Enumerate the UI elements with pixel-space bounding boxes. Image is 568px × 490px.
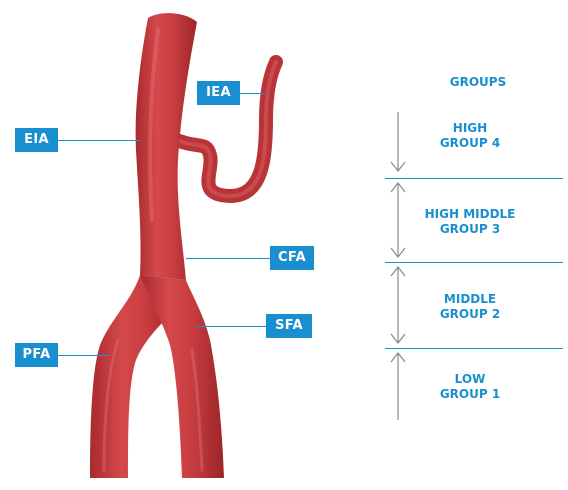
iea-leader: [240, 93, 266, 94]
group2-label: MIDDLE GROUP 2: [375, 292, 565, 322]
cfa-leader: [186, 258, 270, 259]
cfa-label: CFA: [270, 246, 314, 270]
group1-label: LOW GROUP 1: [375, 372, 565, 402]
group3-line1: HIGH MIDDLE: [375, 207, 565, 222]
group4-line2: GROUP 4: [375, 136, 565, 151]
eia-label: EIA: [15, 128, 58, 152]
group3-label: HIGH MIDDLE GROUP 3: [375, 207, 565, 237]
groups-header: GROUPS: [383, 75, 568, 90]
group1-line1: LOW: [375, 372, 565, 387]
group4-line1: HIGH: [375, 121, 565, 136]
group2-line1: MIDDLE: [375, 292, 565, 307]
sfa-leader: [196, 326, 266, 327]
iea-label: IEA: [197, 81, 240, 105]
divider-3-2: [385, 262, 563, 263]
group3-line2: GROUP 3: [375, 222, 565, 237]
group4-label: HIGH GROUP 4: [375, 121, 565, 151]
divider-2-1: [385, 348, 563, 349]
eia-leader: [58, 140, 140, 141]
pfa-leader: [58, 355, 110, 356]
divider-4-3: [385, 178, 563, 179]
group1-line2: GROUP 1: [375, 387, 565, 402]
sfa-label: SFA: [266, 314, 312, 338]
group2-line2: GROUP 2: [375, 307, 565, 322]
pfa-label: PFA: [15, 343, 58, 367]
